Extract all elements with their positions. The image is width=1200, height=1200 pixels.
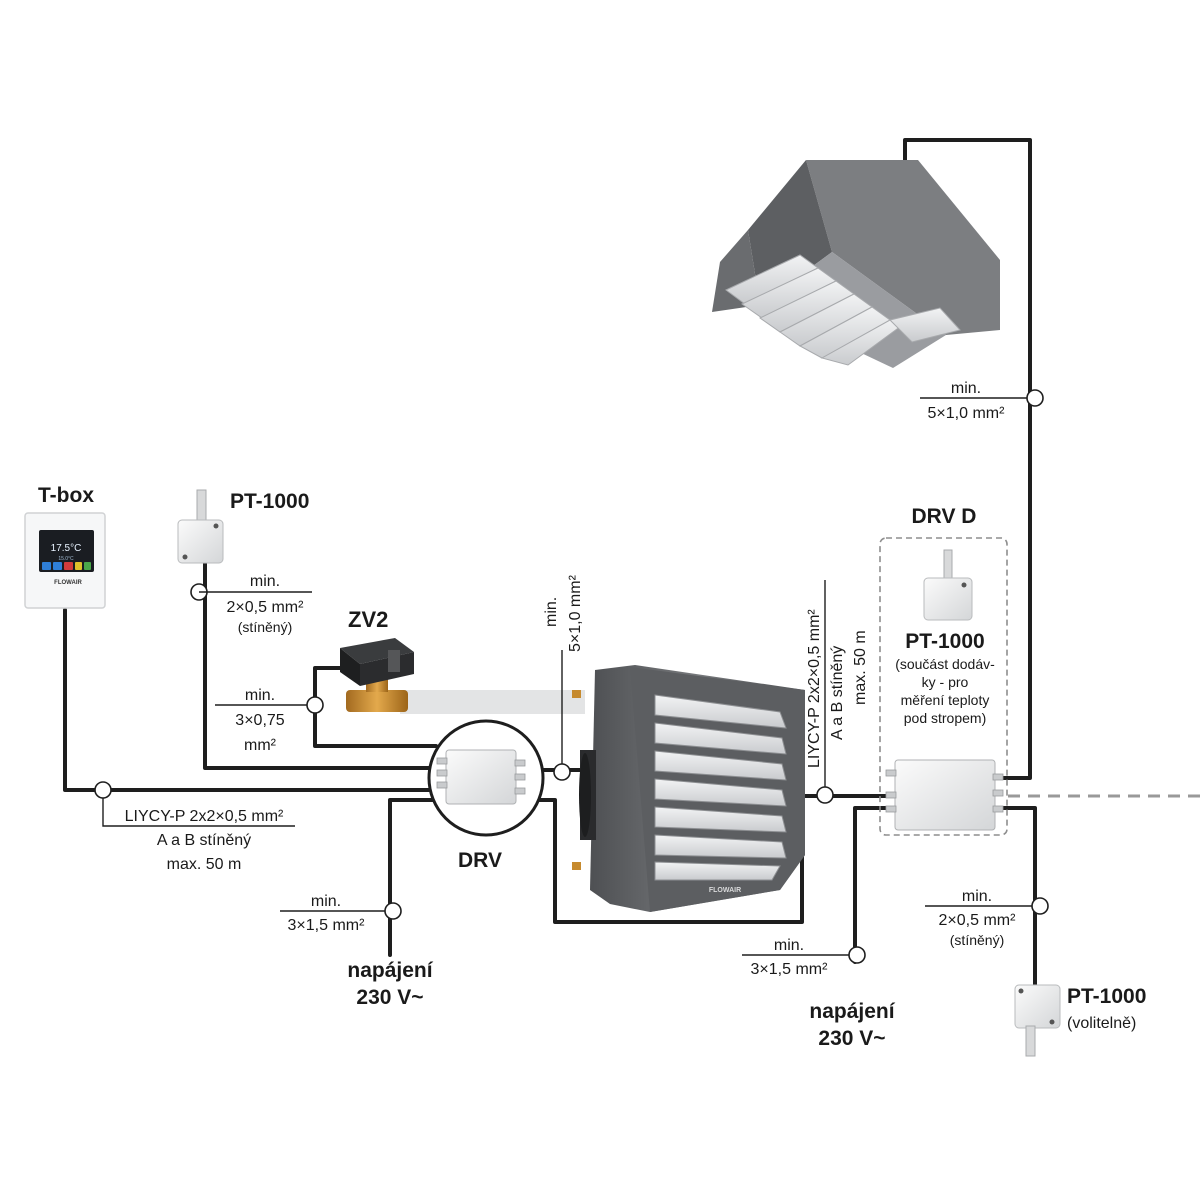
power-right-label-2: 230 V~ <box>818 1027 885 1050</box>
svg-text:min.: min. <box>311 893 341 910</box>
wire-drv-power <box>388 798 439 957</box>
svg-text:min.: min. <box>543 597 560 627</box>
drvd-label: DRV D <box>912 505 977 528</box>
svg-text:3×0,75: 3×0,75 <box>235 712 284 729</box>
svg-text:min.: min. <box>245 687 275 704</box>
zv2-valve <box>340 638 414 712</box>
svg-text:3×1,5 mm²: 3×1,5 mm² <box>751 961 829 978</box>
power-left-label-1: napájení <box>347 959 433 982</box>
svg-text:(stíněný): (stíněný) <box>950 932 1004 948</box>
wire-drvd-power <box>853 806 892 964</box>
wall-heater-louvers <box>654 694 787 881</box>
tbox-controller: 17.5°C 15.0°C FLOWAIR <box>24 512 106 609</box>
sensor-drvd-note-3: měření teploty <box>901 692 990 708</box>
svg-text:LIYCY-P 2x2×0,5 mm²: LIYCY-P 2x2×0,5 mm² <box>806 609 823 768</box>
svg-text:max. 50 m: max. 50 m <box>167 856 242 873</box>
wire-tbox-drv <box>63 608 435 792</box>
svg-text:2×0,5 mm²: 2×0,5 mm² <box>227 599 305 616</box>
wire-drvd-sensor <box>998 806 1037 987</box>
drv-controller <box>427 719 545 837</box>
svg-text:A a B stíněný: A a B stíněný <box>829 646 846 740</box>
svg-text:2×0,5 mm²: 2×0,5 mm² <box>939 912 1017 929</box>
svg-text:LIYCY-P 2x2×0,5 mm²: LIYCY-P 2x2×0,5 mm² <box>125 808 284 825</box>
power-right-label-1: napájení <box>809 1000 895 1023</box>
tbox-display-temp: 17.5°C <box>51 543 82 554</box>
ceiling-heater-unit <box>712 160 1000 368</box>
cable-label-drv-heater: min. 5×1,0 mm² <box>543 574 584 781</box>
sensor-drvd-label: PT-1000 <box>905 630 984 653</box>
tbox-label: T-box <box>38 484 94 507</box>
svg-text:min.: min. <box>774 937 804 954</box>
cable-label-valve-drv: min. 3×0,75 mm² <box>215 687 324 754</box>
svg-text:(stíněný): (stíněný) <box>238 619 292 635</box>
sensor-optional-note: (volitelně) <box>1067 1015 1136 1032</box>
cable-label-drv-power: min. 3×1,5 mm² <box>280 893 402 934</box>
svg-text:min.: min. <box>250 573 280 590</box>
cable-label-drvd-power: min. 3×1,5 mm² <box>742 937 866 978</box>
tbox-brand-logo: FLOWAIR <box>54 580 82 586</box>
sensor-optional-label: PT-1000 <box>1067 985 1146 1008</box>
cable-label-drv-drvd: LIYCY-P 2x2×0,5 mm² A a B stíněný max. 5… <box>806 580 869 804</box>
svg-text:5×1,0 mm²: 5×1,0 mm² <box>928 405 1006 422</box>
svg-text:A a B stíněný: A a B stíněný <box>157 832 251 849</box>
wire-drvd-ceiling <box>903 138 1032 780</box>
heater-brand-logo: FLOWAIR <box>709 887 741 894</box>
sensor-tbox-label: PT-1000 <box>230 490 309 513</box>
sensor-drvd-note-2: ky - pro <box>922 674 969 690</box>
drvd-controller <box>879 537 1008 836</box>
power-left-label-2: 230 V~ <box>356 986 423 1009</box>
sensor-drvd-note-4: pod stropem) <box>904 710 986 726</box>
zv2-label: ZV2 <box>348 607 388 632</box>
sensor-pt1000-optional <box>1014 984 1061 1057</box>
svg-text:5×1,0 mm²: 5×1,0 mm² <box>567 574 584 652</box>
drv-label: DRV <box>458 849 502 872</box>
cable-label-drvd-ceiling: min. 5×1,0 mm² <box>920 380 1044 422</box>
svg-text:min.: min. <box>951 380 981 397</box>
svg-text:max. 50 m: max. 50 m <box>852 630 869 705</box>
svg-text:mm²: mm² <box>244 737 277 754</box>
svg-text:3×1,5 mm²: 3×1,5 mm² <box>288 917 366 934</box>
cable-label-sensor-drv: min. 2×0,5 mm² (stíněný) <box>190 573 312 635</box>
cable-label-tbox-drv: LIYCY-P 2x2×0,5 mm² A a B stíněný max. 5… <box>94 781 295 873</box>
pipe-band <box>400 690 585 714</box>
wire-sensor-drv <box>203 560 432 770</box>
sensor-drvd-note-1: (součást dodáv- <box>895 656 995 672</box>
ceiling-unit-louvers <box>725 254 961 366</box>
cable-label-drvd-sensor: min. 2×0,5 mm² (stíněný) <box>925 888 1049 948</box>
tbox-display-sub: 15.0°C <box>58 556 74 562</box>
wires <box>63 138 1200 987</box>
svg-text:min.: min. <box>962 888 992 905</box>
wall-heater-unit: FLOWAIR <box>572 665 805 912</box>
sensor-pt1000-tbox <box>177 489 224 564</box>
